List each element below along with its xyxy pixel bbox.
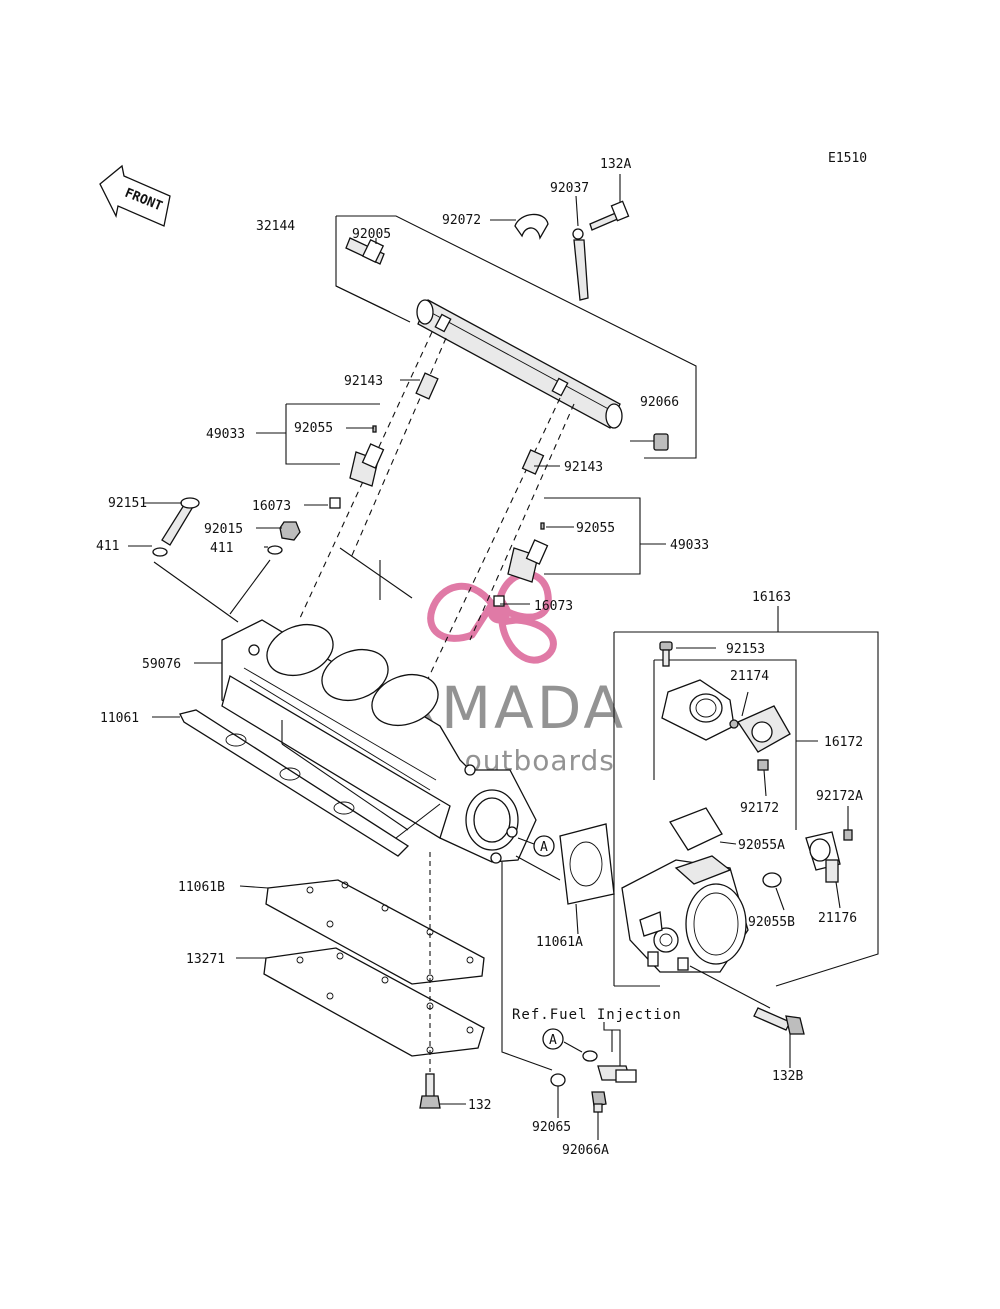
throttle-body-box	[613, 631, 879, 987]
throttle-sensor-21176	[805, 831, 841, 883]
guide-92065	[501, 862, 553, 1071]
label-21176: 21176	[818, 911, 857, 926]
sensor-16172	[729, 705, 791, 753]
injector-left	[329, 372, 439, 509]
washer-92065	[550, 1073, 566, 1087]
label-132b: 132B	[772, 1069, 803, 1084]
part-labels: 132A 92037 92072 92005 32144 92143 92066…	[96, 157, 863, 1158]
label-59076: 59076	[142, 657, 181, 672]
o-ring-92055b	[762, 872, 782, 888]
label-132a: 132A	[600, 157, 631, 172]
screw-92172	[757, 759, 769, 771]
label-92015: 92015	[204, 522, 243, 537]
label-92055-b: 92055	[576, 521, 615, 536]
callout-a-circle	[533, 835, 555, 857]
label-92055a: 92055A	[738, 838, 785, 853]
fuel-rail-box	[335, 215, 697, 459]
cover-plate-13271	[263, 947, 485, 1057]
bolt-92151	[161, 497, 200, 546]
label-49033-b: 49033	[670, 538, 709, 553]
label-92143-b: 92143	[564, 460, 603, 475]
callout-a-line	[517, 837, 535, 845]
cable-tie	[572, 228, 589, 301]
label-92066a: 92066A	[562, 1143, 609, 1158]
label-92153: 92153	[726, 642, 765, 657]
label-11061b: 11061B	[178, 880, 225, 895]
callout-a-ref-circle	[542, 1028, 564, 1050]
label-411-a: 411	[96, 539, 119, 554]
callout-a-ref-line	[563, 1041, 583, 1053]
label-21174: 21174	[730, 669, 769, 684]
label-92005: 92005	[352, 227, 391, 242]
guide-132b	[689, 965, 771, 1009]
label-13271: 13271	[186, 952, 225, 967]
screw-92172a	[843, 829, 853, 841]
idle-air-control-21174	[661, 679, 735, 741]
bolt-132	[419, 1073, 441, 1109]
bolt-132b	[753, 1007, 805, 1035]
injector-right	[493, 449, 549, 607]
label-132: 132	[468, 1098, 491, 1113]
injector-guides	[299, 331, 575, 701]
label-92065: 92065	[532, 1120, 571, 1135]
washer-411-left	[152, 547, 168, 557]
hose-clamp	[514, 213, 549, 240]
bracket-49033-right	[544, 497, 641, 575]
label-92055b: 92055B	[748, 915, 795, 930]
label-49033-a: 49033	[206, 427, 245, 442]
label-16073-b: 16073	[534, 599, 573, 614]
label-32144: 32144	[256, 219, 295, 234]
cover-gasket-11061b	[265, 879, 485, 985]
propeller-logo-icon	[427, 570, 557, 664]
fuel-rail	[416, 299, 623, 429]
intake-manifold	[221, 619, 537, 864]
sensor-washer	[582, 1050, 598, 1062]
throttle-body	[621, 855, 749, 973]
bolt-132a	[589, 200, 630, 231]
bracket-49033-left	[285, 404, 340, 465]
screw-92153	[659, 641, 673, 667]
nut-92015	[279, 521, 301, 541]
label-92037: 92037	[550, 181, 589, 196]
plug-92066a	[591, 1091, 607, 1113]
label-11061: 11061	[100, 711, 139, 726]
diagram-code: E1510	[828, 151, 867, 166]
label-16163: 16163	[752, 590, 791, 605]
washer-411-right	[267, 545, 283, 555]
label-16172: 16172	[824, 735, 863, 750]
label-92172: 92172	[740, 801, 779, 816]
label-92151: 92151	[108, 496, 147, 511]
label-16073-a: 16073	[252, 499, 291, 514]
gasket-92055a	[669, 807, 723, 851]
guide-3	[281, 743, 409, 831]
leader-lines	[128, 174, 849, 1140]
guide-5	[395, 803, 441, 839]
label-92172a: 92172A	[816, 789, 863, 804]
label-92055-a: 92055	[294, 421, 333, 436]
gasket-11061a	[559, 823, 615, 905]
guide-11061a	[515, 855, 561, 881]
label-92066: 92066	[640, 395, 679, 410]
callout-a-text: A	[540, 840, 548, 855]
label-ref-fuel-injection: Ref.Fuel Injection	[512, 1007, 682, 1023]
rail-fitting	[345, 237, 385, 265]
callout-a-ref-text: A	[549, 1033, 557, 1048]
label-11061a: 11061A	[536, 935, 583, 950]
label-92072: 92072	[442, 213, 481, 228]
front-arrow-icon: FRONT	[99, 164, 171, 227]
cap-nut	[653, 433, 669, 451]
label-411-b: 411	[210, 541, 233, 556]
label-92143-a: 92143	[344, 374, 383, 389]
guide-1	[339, 547, 413, 599]
gasket-11061	[179, 709, 410, 857]
temp-sensor	[597, 1065, 637, 1083]
